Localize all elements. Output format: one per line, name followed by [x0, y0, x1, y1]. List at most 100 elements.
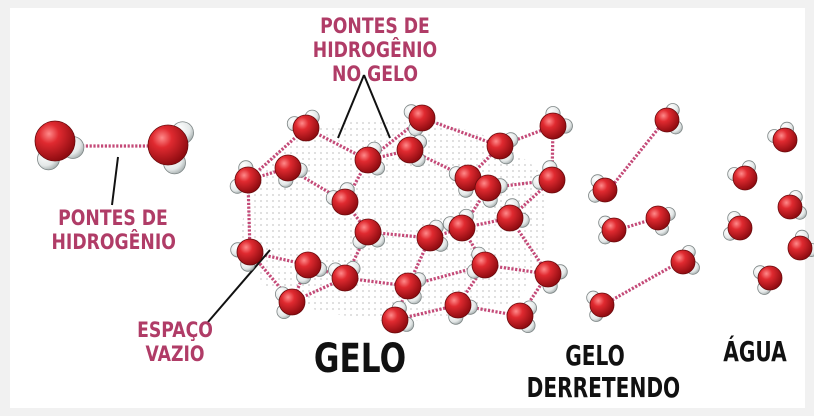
hydrogen-bond	[421, 116, 501, 148]
oxygen-atom	[486, 132, 514, 160]
water-molecule	[787, 229, 814, 261]
oxygen-atom	[787, 235, 813, 261]
oxygen-atom	[539, 112, 567, 140]
oxygen-atom	[354, 146, 382, 174]
water-molecule	[352, 218, 386, 250]
oxygen-atom	[408, 104, 436, 132]
melting-ice-line-1: GELO	[565, 339, 625, 372]
water-molecule	[777, 190, 807, 220]
water-molecule	[670, 245, 700, 275]
water-molecule	[403, 104, 436, 137]
oxygen-atom	[506, 302, 534, 330]
water-molecule	[474, 174, 508, 208]
oxygen-atom	[292, 114, 320, 142]
leader-lines	[111, 74, 391, 323]
oxygen-atom	[471, 251, 499, 279]
oxygen-atom	[274, 154, 302, 182]
water-molecule	[496, 198, 530, 232]
water-molecule	[325, 182, 359, 216]
oxygen-atom	[777, 194, 803, 220]
ice-hydrogen-bonds-line-2: NO GELO	[332, 62, 418, 87]
hydrogen-bonds-label: PONTES DE HIDROGÊNIO	[52, 206, 176, 254]
oxygen-atom	[670, 249, 696, 275]
oxygen-atom	[645, 205, 671, 231]
water-molecule	[723, 211, 753, 241]
water-molecule	[147, 121, 194, 175]
water-molecule	[354, 141, 386, 176]
oxygen-atom	[474, 174, 502, 202]
water-molecule	[588, 174, 618, 203]
oxygen-atom	[534, 260, 562, 288]
water-molecule	[767, 121, 798, 153]
oxygen-atom	[416, 224, 444, 252]
water-molecule	[381, 300, 415, 334]
water-molecule	[466, 246, 499, 279]
melting-ice-line-2: DERRETENDO	[526, 371, 681, 405]
water-molecule	[586, 290, 615, 322]
hydrogen-bond	[623, 218, 651, 230]
water-molecule	[286, 109, 320, 142]
oxygen-atom	[354, 218, 382, 246]
water-molecule	[532, 160, 566, 194]
water-molecule	[534, 260, 568, 294]
oxygen-atom	[732, 165, 758, 191]
oxygen-atom	[757, 265, 783, 291]
hydrogen-bond	[367, 230, 431, 240]
water-molecule	[486, 132, 519, 165]
water-molecule	[230, 238, 264, 272]
oxygen-atom	[538, 166, 566, 194]
oxygen-atom	[331, 264, 359, 292]
water-molecule	[34, 120, 85, 171]
oxygen-atom	[278, 288, 306, 316]
water-molecule	[444, 291, 478, 325]
hydrogen-bond	[611, 262, 677, 302]
oxygen-atom	[394, 272, 422, 300]
water-molecule	[598, 215, 627, 245]
water-molecule	[539, 106, 573, 140]
oxygen-atom	[236, 238, 264, 266]
water-molecule	[753, 265, 783, 295]
water-molecule	[448, 164, 482, 198]
empty-space-line-1: ESPAÇO	[137, 318, 213, 342]
oxygen-atom	[601, 217, 627, 243]
oxygen-atom	[654, 107, 680, 133]
oxygen-atom	[147, 124, 189, 166]
oxygen-atom	[727, 215, 753, 241]
leader-line	[207, 249, 271, 323]
ice-hydrogen-bonds-label: PONTES DE HIDROGÊNIO NO GELO	[264, 14, 485, 86]
hydrogen-bond	[290, 264, 310, 303]
oxygen-atom	[444, 291, 472, 319]
water-molecule	[645, 205, 676, 236]
water-molecule	[274, 286, 306, 320]
oxygen-atom	[396, 136, 424, 164]
oxygen-atom	[381, 306, 409, 334]
water-molecule	[327, 260, 361, 292]
oxygen-atom	[331, 188, 359, 216]
water-molecule	[506, 300, 538, 334]
water-molecule	[416, 219, 449, 252]
water-molecule	[396, 134, 428, 168]
oxygen-atom	[589, 292, 615, 318]
ice-hydrogen-bonds-line-1: PONTES DE HIDROGÊNIO	[312, 14, 438, 63]
leader-line	[363, 74, 391, 139]
hydrogen-bond	[344, 276, 409, 288]
water-molecule	[274, 154, 308, 188]
oxygen-atom	[234, 166, 262, 194]
water-molecule	[294, 251, 328, 285]
water-label: ÁGUA	[723, 335, 787, 368]
oxygen-atom	[448, 214, 476, 242]
leader-line	[111, 156, 119, 206]
leader-line	[337, 74, 365, 139]
oxygen-atom	[772, 127, 798, 153]
oxygen-atom	[592, 177, 618, 203]
oxygen-atom	[294, 251, 322, 279]
water-molecules	[34, 103, 814, 334]
water-molecule	[442, 208, 476, 242]
water-molecule	[727, 160, 758, 191]
hydrogen-bond	[484, 263, 549, 276]
water-molecule	[394, 272, 427, 305]
water-molecule	[229, 160, 262, 194]
water-molecule	[654, 103, 683, 135]
